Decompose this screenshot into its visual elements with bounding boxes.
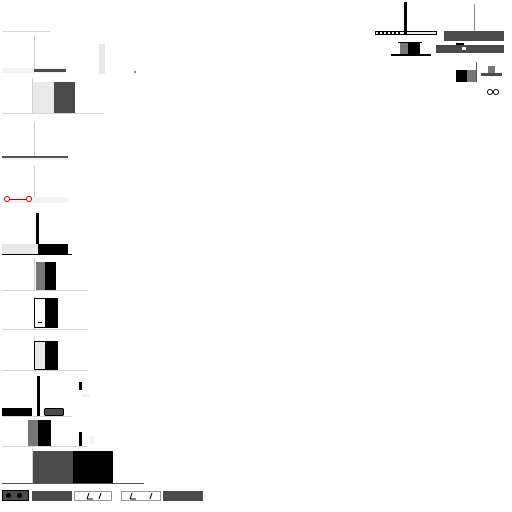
row7-mark: [38, 322, 42, 323]
row9-bar-right[interactable]: [44, 408, 64, 416]
row4-axis: [34, 166, 35, 198]
row9-baseline: [2, 416, 72, 417]
row2-bar-dark[interactable]: [54, 82, 75, 113]
toolbar-button-1[interactable]: [32, 491, 72, 501]
header-dark-pill[interactable]: [444, 31, 504, 41]
row-c-bar-dark[interactable]: [456, 70, 467, 82]
row6-bar-dark[interactable]: [45, 262, 56, 290]
row9-axis: [37, 376, 40, 416]
row6-baseline: [2, 290, 88, 291]
toolbar-dot-a-icon: [6, 493, 11, 498]
row9-bar-left[interactable]: [2, 408, 32, 416]
branch-icon: [86, 492, 102, 500]
row5-bar[interactable]: [38, 244, 68, 254]
row-b-wide-notch: [462, 47, 466, 50]
row-b-underline: [391, 54, 431, 56]
row9-marker-top: [79, 382, 82, 390]
toolbar-button-4[interactable]: [163, 491, 203, 501]
row2-axis: [32, 78, 33, 114]
row8-baseline: [2, 370, 88, 371]
row11-bar-dark[interactable]: [33, 451, 73, 483]
row-c-small-bar[interactable]: [481, 73, 502, 76]
row8-bar[interactable]: [46, 341, 58, 370]
merge-icon: [129, 492, 153, 500]
row6-bar-mid[interactable]: [36, 262, 45, 290]
row-b-rule: [398, 42, 422, 43]
row5-axis-thick: [36, 213, 39, 255]
row10-bar-mid[interactable]: [28, 420, 38, 446]
row1-bar[interactable]: [34, 69, 66, 72]
row6-axis: [34, 258, 35, 290]
row10-baseline: [2, 446, 88, 447]
needle-pointer[interactable]: [404, 2, 407, 34]
row8-box[interactable]: [34, 341, 46, 370]
row3-axis: [34, 122, 35, 158]
row5-base-light: [2, 244, 38, 255]
row1-scroll-dot: [134, 71, 136, 73]
toolbar-button-2[interactable]: [74, 491, 112, 501]
row5-baseline: [2, 254, 72, 255]
zoom-handle-right-icon[interactable]: [26, 196, 32, 202]
view-toggle-b-icon[interactable]: [493, 89, 499, 95]
row-b-wide-bar[interactable]: [436, 45, 504, 53]
header-dark-pill-stem: [474, 4, 475, 31]
row10-ghost: [90, 436, 94, 444]
toolbar-dot-b-icon: [17, 493, 22, 498]
view-toggle-a-icon[interactable]: [487, 89, 493, 95]
row7-baseline: [2, 329, 88, 330]
row3-baseline: [2, 156, 68, 158]
zoom-handle-left-icon[interactable]: [4, 196, 10, 202]
row-b-bar-dark[interactable]: [408, 43, 420, 54]
row3-strip: [2, 158, 68, 160]
row-c-bar-mid[interactable]: [467, 70, 476, 82]
row10-bar-dark[interactable]: [38, 420, 51, 446]
row11-bar-black[interactable]: [73, 451, 113, 483]
range-selector-line: [10, 199, 26, 200]
row1-axis: [34, 36, 35, 74]
row9-marker-ghost: [82, 394, 90, 397]
row-c-small-block[interactable]: [488, 66, 495, 74]
row1-scrollbar[interactable]: [99, 44, 105, 74]
needle-ticks: [378, 32, 402, 34]
row11-baseline: [2, 483, 144, 484]
toolbar-icon-block[interactable]: [2, 490, 29, 501]
row2-baseline: [2, 113, 104, 114]
row4-track[interactable]: [2, 197, 68, 203]
row7-box[interactable]: [34, 298, 46, 328]
row10-marker: [79, 432, 82, 446]
row11-axis: [32, 448, 33, 484]
row-c-axis: [476, 62, 477, 82]
row2-bar-light[interactable]: [33, 82, 54, 113]
header-rule: [2, 31, 50, 32]
row7-bar[interactable]: [46, 298, 58, 328]
toolbar-button-3[interactable]: [121, 491, 161, 501]
row-b-wide-tick: [456, 43, 464, 45]
row-b-bar-mid[interactable]: [400, 43, 408, 54]
